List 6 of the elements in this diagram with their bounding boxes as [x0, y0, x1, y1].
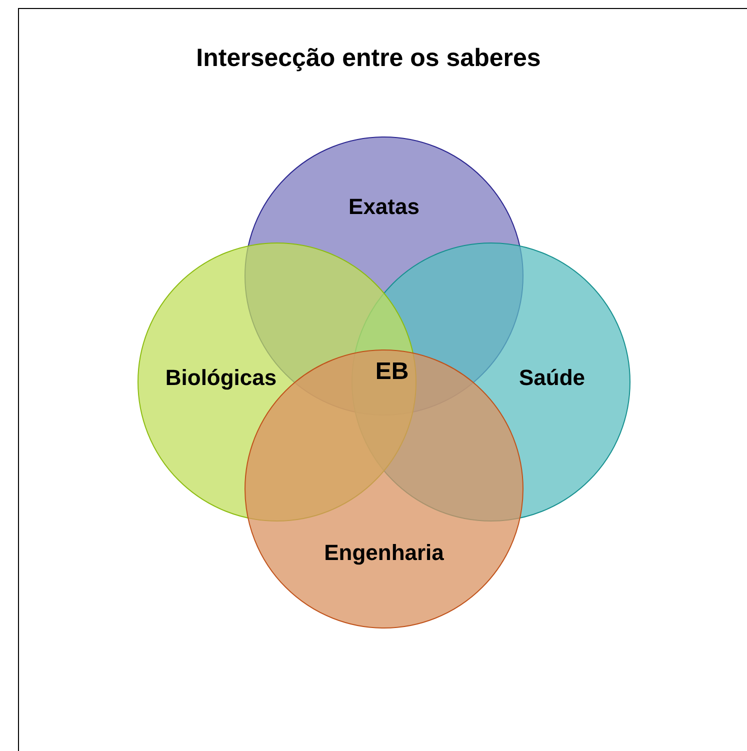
intersection-label: EB	[375, 358, 409, 386]
set-label: Biológicas	[165, 365, 277, 391]
set-label: Exatas	[348, 194, 420, 220]
set-label: Engenharia	[324, 540, 444, 566]
set-label: Saúde	[518, 365, 586, 391]
diagram-title: Intersecção entre os saberes	[195, 44, 542, 73]
